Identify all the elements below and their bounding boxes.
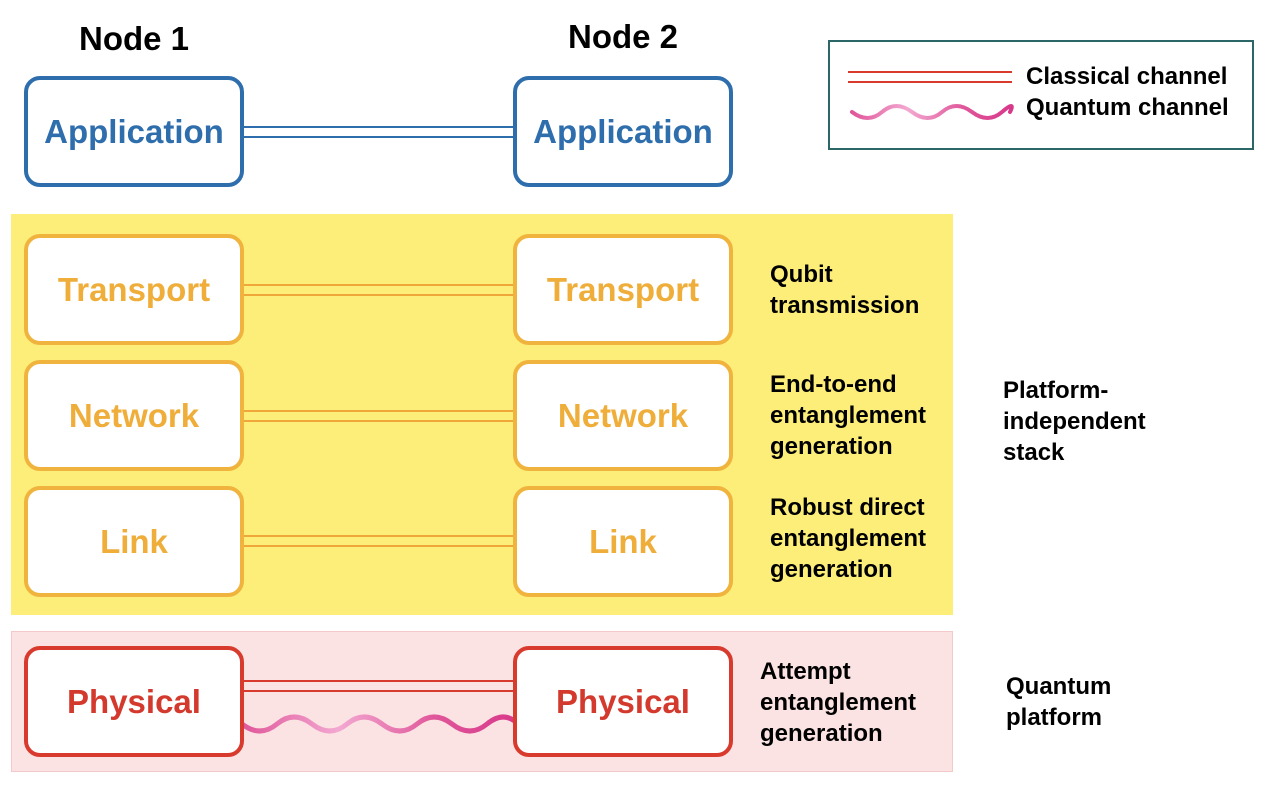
node-2-link-box: Link: [513, 486, 733, 597]
description-line: generation: [770, 556, 893, 583]
group-label-line: Platform-: [1003, 377, 1109, 404]
node-1-application-label: Application: [44, 112, 224, 150]
quantum-platform-label: Quantum platform: [1006, 671, 1111, 733]
node-1-title: Node 1: [78, 20, 190, 57]
node-1-physical-label: Physical: [67, 682, 201, 720]
node-2-transport-box: Transport: [513, 234, 733, 345]
node-2-transport-label: Transport: [546, 270, 700, 308]
description-line: Attempt: [760, 658, 851, 685]
description-line: generation: [770, 433, 893, 460]
description-line: entanglement: [770, 525, 927, 552]
description-line: Robust direct: [770, 494, 925, 521]
node-2-network-box: Network: [513, 360, 733, 471]
classical-channel-swatch: [848, 71, 1012, 83]
description-line: entanglement: [770, 402, 927, 429]
transport-description: Qubit transmission: [770, 259, 919, 321]
description-line: entanglement: [760, 689, 917, 716]
node-1-application-box: Application: [24, 76, 244, 187]
link-description: Robust direct entanglement generation: [770, 492, 926, 585]
node-2-application-box: Application: [513, 76, 733, 187]
group-label-line: platform: [1006, 704, 1102, 731]
group-label-line: stack: [1003, 439, 1065, 466]
application-classical-channel: [240, 126, 518, 138]
description-line: End-to-end: [770, 371, 897, 398]
node-2-title: Node 2: [567, 18, 679, 55]
node-2-physical-label: Physical: [556, 682, 690, 720]
legend: Classical channel Quantum channel: [828, 40, 1254, 150]
group-label-line: independent: [1003, 408, 1146, 435]
platform-independent-stack-label: Platform- independent stack: [1003, 375, 1146, 468]
node-2-physical-box: Physical: [513, 646, 733, 757]
node-1-network-box: Network: [24, 360, 244, 471]
node-1-network-label: Network: [68, 396, 200, 434]
node-2-application-label: Application: [533, 112, 713, 150]
node-1-link-label: Link: [100, 522, 168, 560]
node-1-physical-box: Physical: [24, 646, 244, 757]
description-line: generation: [760, 720, 883, 747]
description-line: Qubit: [770, 261, 833, 288]
node-2-link-label: Link: [589, 522, 657, 560]
node-1-transport-label: Transport: [57, 270, 211, 308]
node-1-transport-box: Transport: [24, 234, 244, 345]
description-line: transmission: [770, 292, 920, 319]
quantum-channel-swatch: [850, 104, 1014, 120]
network-description: End-to-end entanglement generation: [770, 369, 926, 462]
physical-description: Attempt entanglement generation: [760, 656, 916, 749]
node-2-network-label: Network: [557, 396, 689, 434]
node-1-link-box: Link: [24, 486, 244, 597]
group-label-line: Quantum: [1006, 673, 1112, 700]
legend-classical-label: Classical channel: [1026, 63, 1228, 90]
legend-quantum-label: Quantum channel: [1026, 94, 1229, 121]
